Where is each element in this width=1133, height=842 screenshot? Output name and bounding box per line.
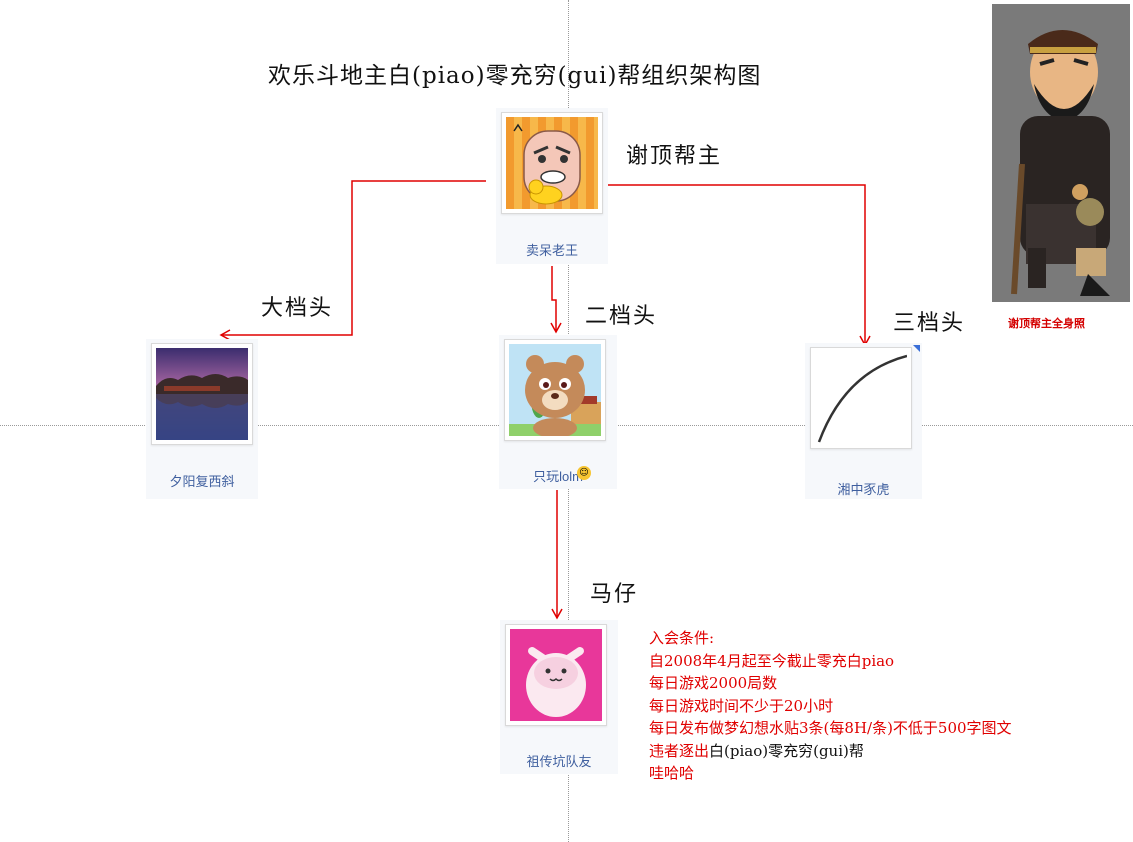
member-name[interactable]: 夕阳复西斜	[169, 474, 235, 489]
connector-leader-to-third	[606, 184, 871, 347]
member-name[interactable]: 卖呆老王	[525, 243, 578, 258]
requirement-dark-text: 白(piao)零充穷(gui)帮	[709, 741, 864, 760]
requirement-line: 哇哈哈	[649, 764, 695, 782]
leader-portrait	[992, 4, 1130, 302]
requirement-line: 每日游戏2000局数	[649, 674, 778, 692]
member-card-second[interactable]: 只玩lolm ☺	[499, 335, 617, 489]
connector-leader-to-first	[219, 180, 486, 341]
role-minion: 马仔	[590, 582, 639, 607]
role-second: 二档头	[585, 304, 658, 329]
corner-marker-icon	[913, 345, 920, 352]
role-third: 三档头	[893, 311, 966, 336]
bearded-man-illustration	[1011, 30, 1110, 296]
cartoon-face-avatar	[506, 117, 598, 209]
role-leader: 谢顶帮主	[626, 144, 723, 169]
role-first: 大档头	[261, 296, 334, 321]
chart-title: 欢乐斗地主白(piao)零充穷(gui)帮组织架构图	[268, 63, 762, 89]
sunset-landscape-avatar	[156, 348, 248, 440]
membership-requirements: 入会条件: 自2008年4月起至今截止零充白piao 每日游戏2000局数 每日…	[649, 627, 1012, 785]
avatar	[504, 339, 606, 441]
avatar	[505, 624, 607, 726]
requirement-line: 每日发布做梦幻想水贴3条(每8H/条)不低于500字图文	[649, 719, 1012, 737]
member-card-third[interactable]: 湘中豕虎	[805, 343, 922, 499]
requirement-line: 违者逐出白(piao)零充穷(gui)帮	[649, 740, 1012, 763]
member-name[interactable]: 湘中豕虎	[837, 482, 890, 497]
connector-leader-to-second	[550, 266, 562, 334]
member-card-first[interactable]: 夕阳复西斜	[146, 339, 258, 499]
pink-creature-avatar	[510, 629, 602, 721]
requirements-heading: 入会条件:	[649, 629, 715, 647]
avatar	[810, 347, 912, 449]
portrait-caption: 谢顶帮主全身照	[1008, 317, 1085, 330]
bear-avatar	[509, 344, 601, 436]
emoji-icon: ☺	[577, 466, 591, 480]
requirement-line: 自2008年4月起至今截止零充白piao	[649, 651, 895, 670]
member-name[interactable]: 祖传坑队友	[526, 754, 592, 769]
member-card-leader[interactable]: 卖呆老王	[496, 108, 608, 264]
avatar	[501, 112, 603, 214]
member-name[interactable]: 只玩lolm	[533, 469, 583, 484]
requirement-red-text: 违者逐出	[649, 741, 710, 760]
member-card-minion[interactable]: 祖传坑队友	[500, 620, 618, 774]
curve-line-avatar	[815, 352, 907, 444]
requirement-line: 每日游戏时间不少于20小时	[649, 696, 834, 715]
avatar	[151, 343, 253, 445]
